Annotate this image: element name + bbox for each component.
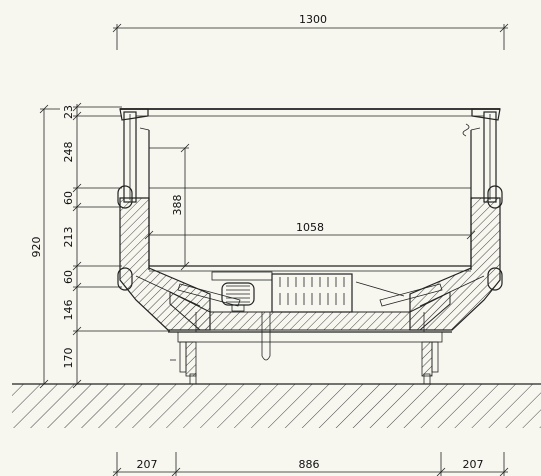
dim-height-60-upper: 60	[62, 191, 75, 205]
inner-height-dimension: 388	[149, 143, 190, 271]
dim-height-23: 23	[62, 105, 75, 119]
dim-bottom-left: 207	[137, 458, 158, 471]
dim-overall-width: 1300	[299, 13, 327, 26]
dim-inner-height: 388	[171, 195, 184, 216]
left-chain-dimensions: 23 248 60 213 60 146 170	[62, 102, 170, 389]
bottom-dimensions: 207 886 207	[112, 452, 509, 476]
refrigeration-unit	[177, 271, 443, 361]
ground-hatching	[12, 383, 541, 428]
legs	[170, 341, 439, 385]
cabinet-body	[117, 108, 503, 343]
dim-height-146: 146	[62, 300, 75, 321]
dim-height-248: 248	[62, 142, 75, 163]
dim-inner-width: 1058	[296, 221, 324, 234]
dim-height-213: 213	[62, 227, 75, 248]
dim-bottom-right: 207	[463, 458, 484, 471]
dim-total-height: 920	[30, 237, 43, 258]
dim-height-60-lower: 60	[62, 270, 75, 284]
top-dimension-1300: 1300	[112, 13, 509, 50]
dim-height-170: 170	[62, 348, 75, 369]
inner-width-dimension: 1058	[144, 221, 476, 240]
dim-bottom-middle: 886	[299, 458, 320, 471]
left-dimension-920: 920	[30, 104, 60, 389]
